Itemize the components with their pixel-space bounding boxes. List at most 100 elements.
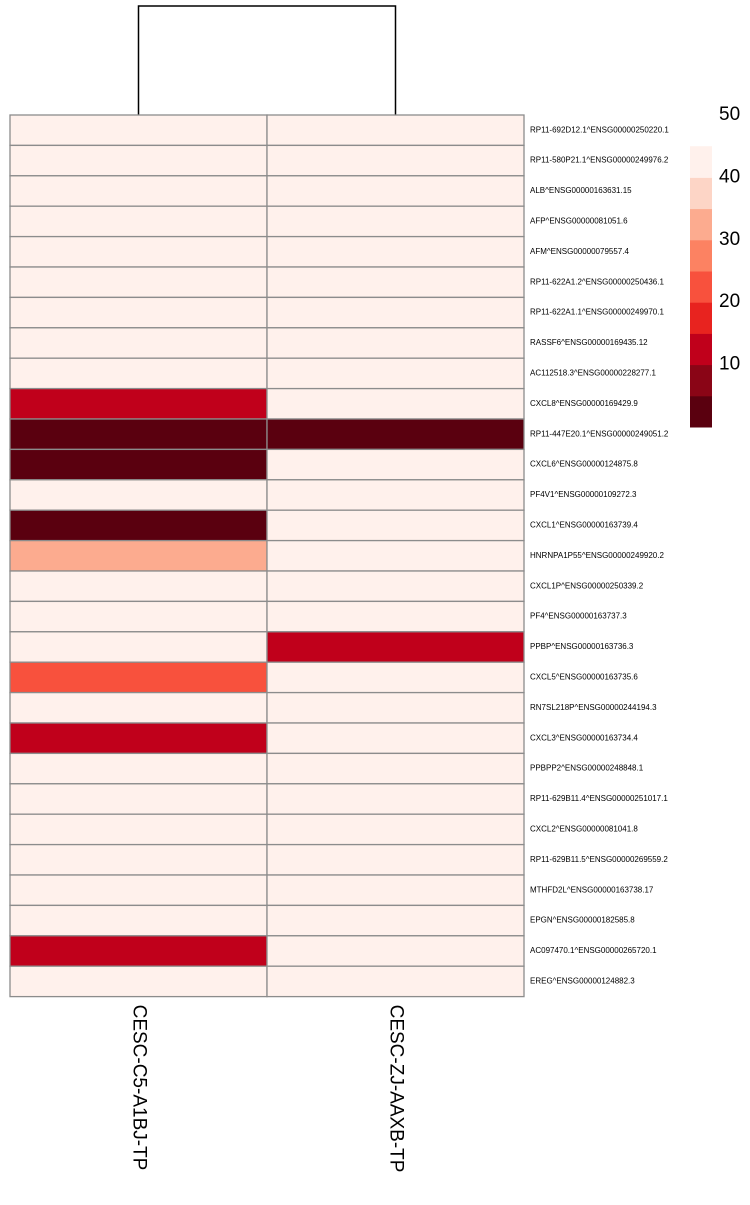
row-label: HNRNPA1P55^ENSG00000249920.2 [530, 551, 664, 560]
row-label: PPBP^ENSG00000163736.3 [530, 642, 634, 651]
legend-swatch [690, 271, 712, 303]
row-label: CXCL1P^ENSG00000250339.2 [530, 581, 644, 590]
legend-swatch [690, 333, 712, 366]
heatmap-cell [9, 904, 268, 937]
heatmap-cell [9, 935, 268, 967]
row-label: MTHFD2L^ENSG00000163738.17 [530, 885, 654, 894]
heatmap-cell [9, 570, 268, 603]
heatmap-cell [9, 205, 268, 238]
heatmap-cell [9, 266, 268, 299]
row-label: AFM^ENSG00000079557.4 [530, 247, 629, 256]
row-labels: RP11-692D12.1^ENSG00000250220.1RP11-580P… [530, 125, 669, 985]
legend-swatch [690, 364, 712, 397]
row-label: PPBPP2^ENSG00000248848.1 [530, 764, 644, 773]
heatmap-cell [266, 479, 525, 511]
row-label: RP11-447E20.1^ENSG00000249051.2 [530, 429, 669, 438]
heatmap-cell [9, 387, 268, 420]
legend-swatch [690, 177, 712, 210]
legend-swatch [690, 208, 712, 241]
column-dendrogram [137, 5, 397, 115]
heatmap-cell [9, 965, 268, 998]
column-label: CESC-C5-A1BJ-TP [128, 1005, 149, 1171]
heatmap-cell [266, 691, 525, 724]
heatmap-cell [9, 144, 268, 177]
heatmap-cell [9, 418, 268, 451]
row-label: RP11-580P21.1^ENSG00000249976.2 [530, 156, 669, 165]
heatmap-cell [266, 175, 525, 207]
row-label: AC097470.1^ENSG00000265720.1 [530, 946, 657, 955]
legend-tick-label: 10 [719, 354, 740, 375]
column-label: CESC-ZJ-AAXB-TP [385, 1005, 406, 1173]
legend-tick-label: 20 [719, 291, 740, 312]
heatmap-cell [9, 843, 268, 876]
heatmap-cell [266, 874, 525, 907]
heatmap-cell [9, 783, 268, 815]
heatmap-cell [9, 509, 268, 542]
row-label: PF4^ENSG00000163737.3 [530, 612, 627, 621]
row-label: CXCL5^ENSG00000163735.6 [530, 673, 638, 682]
color-legend: 10 20 30 40 50 [690, 104, 740, 428]
heatmap-cell [266, 448, 525, 481]
row-label: AC112518.3^ENSG00000228277.1 [530, 369, 656, 378]
heatmap-cell [9, 722, 268, 755]
heatmap-cell [9, 813, 268, 846]
row-label: RP11-622A1.2^ENSG00000250436.1 [530, 277, 664, 286]
legend-swatch [690, 395, 712, 428]
row-label: RN7SL218P^ENSG00000244194.3 [530, 703, 657, 712]
row-label: RP11-692D12.1^ENSG00000250220.1 [530, 125, 669, 134]
row-label: RP11-629B11.5^ENSG00000269559.2 [530, 855, 668, 864]
heatmap-cell [9, 661, 268, 694]
heatmap-cell [266, 266, 525, 299]
heatmap-cell [9, 600, 268, 633]
row-label: CXCL1^ENSG00000163739.4 [530, 521, 638, 530]
row-label: CXCL6^ENSG00000124875.8 [530, 460, 638, 469]
heatmap-cell [9, 479, 268, 511]
heatmap-cell [266, 722, 525, 755]
heatmap-cell [266, 783, 525, 815]
heatmap-cell [266, 813, 525, 846]
legend-tick-label: 30 [719, 229, 740, 250]
row-label: AFP^ENSG00000081051.6 [530, 217, 628, 226]
heatmap-cell [266, 965, 525, 998]
heatmap-cell [266, 509, 525, 542]
row-label: CXCL2^ENSG00000081041.8 [530, 825, 638, 834]
heatmap-cell [9, 175, 268, 207]
heatmap-cell [266, 357, 525, 390]
heatmap-cell [9, 691, 268, 724]
legend-tick-label: 50 [719, 104, 740, 125]
heatmap-cell [266, 752, 525, 785]
row-label: PF4V1^ENSG00000109272.3 [530, 490, 637, 499]
heatmap-cell [266, 600, 525, 633]
heatmap-cell [9, 357, 268, 390]
row-label: EREG^ENSG00000124882.3 [530, 977, 635, 986]
heatmap-cell [266, 539, 525, 572]
legend-swatch [690, 239, 712, 272]
row-label: RP11-629B11.4^ENSG00000251017.1 [530, 794, 668, 803]
legend-swatch [690, 302, 712, 334]
dendrogram-branch [137, 5, 397, 115]
heatmap-cell [9, 327, 268, 359]
row-label: CXCL8^ENSG00000169429.9 [530, 399, 638, 408]
legend-swatch [690, 146, 712, 178]
heatmap-cell [266, 296, 525, 329]
heatmap-cell [9, 235, 268, 268]
heatmap-cell [9, 114, 268, 147]
heatmap-cell [266, 235, 525, 268]
heatmap-cell [266, 843, 525, 876]
heatmap-cell [266, 570, 525, 603]
heatmap-cell [9, 752, 268, 785]
row-label: RASSF6^ENSG00000169435.12 [530, 338, 648, 347]
heatmap-cell [266, 418, 525, 451]
legend-tick-label: 40 [719, 166, 740, 187]
heatmap-cell [266, 631, 525, 663]
row-label: ALB^ENSG00000163631.15 [530, 186, 632, 195]
heatmap-cell [266, 205, 525, 238]
heatmap-cell [9, 874, 268, 907]
heatmap-cell [9, 296, 268, 329]
heatmap-cell [9, 448, 268, 481]
heatmap-cell [266, 144, 525, 177]
heatmap-cell [266, 114, 525, 147]
heatmap-cell [9, 631, 268, 663]
